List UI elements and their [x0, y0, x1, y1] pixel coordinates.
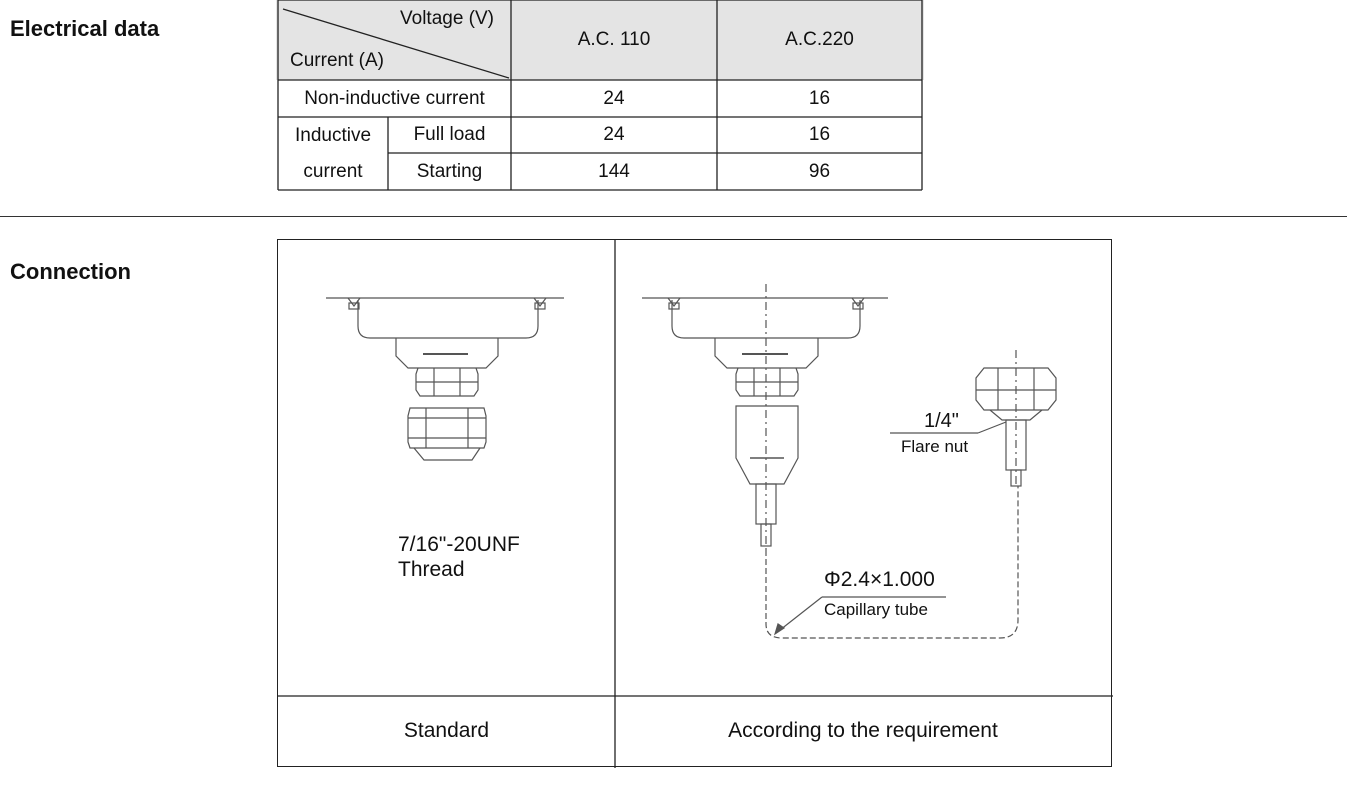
capillary-spec: Φ2.4×1.000 — [824, 568, 935, 591]
standard-label: Standard — [403, 719, 490, 742]
connection-drawing — [278, 240, 1113, 768]
corner-diagonal — [282, 8, 510, 79]
electrical-data-title: Electrical data — [10, 16, 160, 41]
current-header: Current (A) — [290, 50, 384, 71]
ac220-header: A.C.220 — [785, 29, 854, 50]
inductive-label-line1: Inductive — [294, 124, 372, 146]
noninductive-ac220: 16 — [808, 87, 831, 109]
electrical-data-table: Voltage (V) Current (A) A.C. 110 A.C.220… — [276, 0, 924, 191]
capillary-tube-label: Capillary tube — [824, 600, 928, 619]
connection-title: Connection — [10, 259, 131, 284]
flare-nut-label: Flare nut — [901, 437, 969, 456]
connection-table: 7/16"-20UNF Thread 1/4" Flare nut Φ2.4×1… — [277, 239, 1113, 768]
ac110-header: A.C. 110 — [577, 29, 651, 50]
requirement-connector-drawing — [642, 284, 1057, 639]
starting-ac110: 144 — [598, 160, 630, 182]
fullload-label: Full load — [413, 124, 486, 145]
noninductive-ac110: 24 — [603, 87, 625, 109]
flare-size: 1/4" — [924, 410, 959, 432]
section-divider — [0, 216, 1347, 217]
noninductive-label: Non-inductive current — [304, 87, 485, 109]
starting-label: Starting — [416, 160, 483, 182]
fullload-ac220: 16 — [808, 124, 831, 145]
inductive-label-line2: current — [303, 160, 363, 182]
thread-label: Thread — [398, 558, 465, 581]
table-grid — [277, 0, 923, 191]
requirement-label: According to the requirement — [728, 719, 998, 742]
voltage-header: Voltage (V) — [400, 8, 494, 29]
starting-ac220: 96 — [808, 160, 831, 182]
standard-connector-drawing — [326, 297, 564, 461]
fullload-ac110: 24 — [603, 124, 625, 145]
thread-spec: 7/16"-20UNF — [398, 533, 520, 556]
